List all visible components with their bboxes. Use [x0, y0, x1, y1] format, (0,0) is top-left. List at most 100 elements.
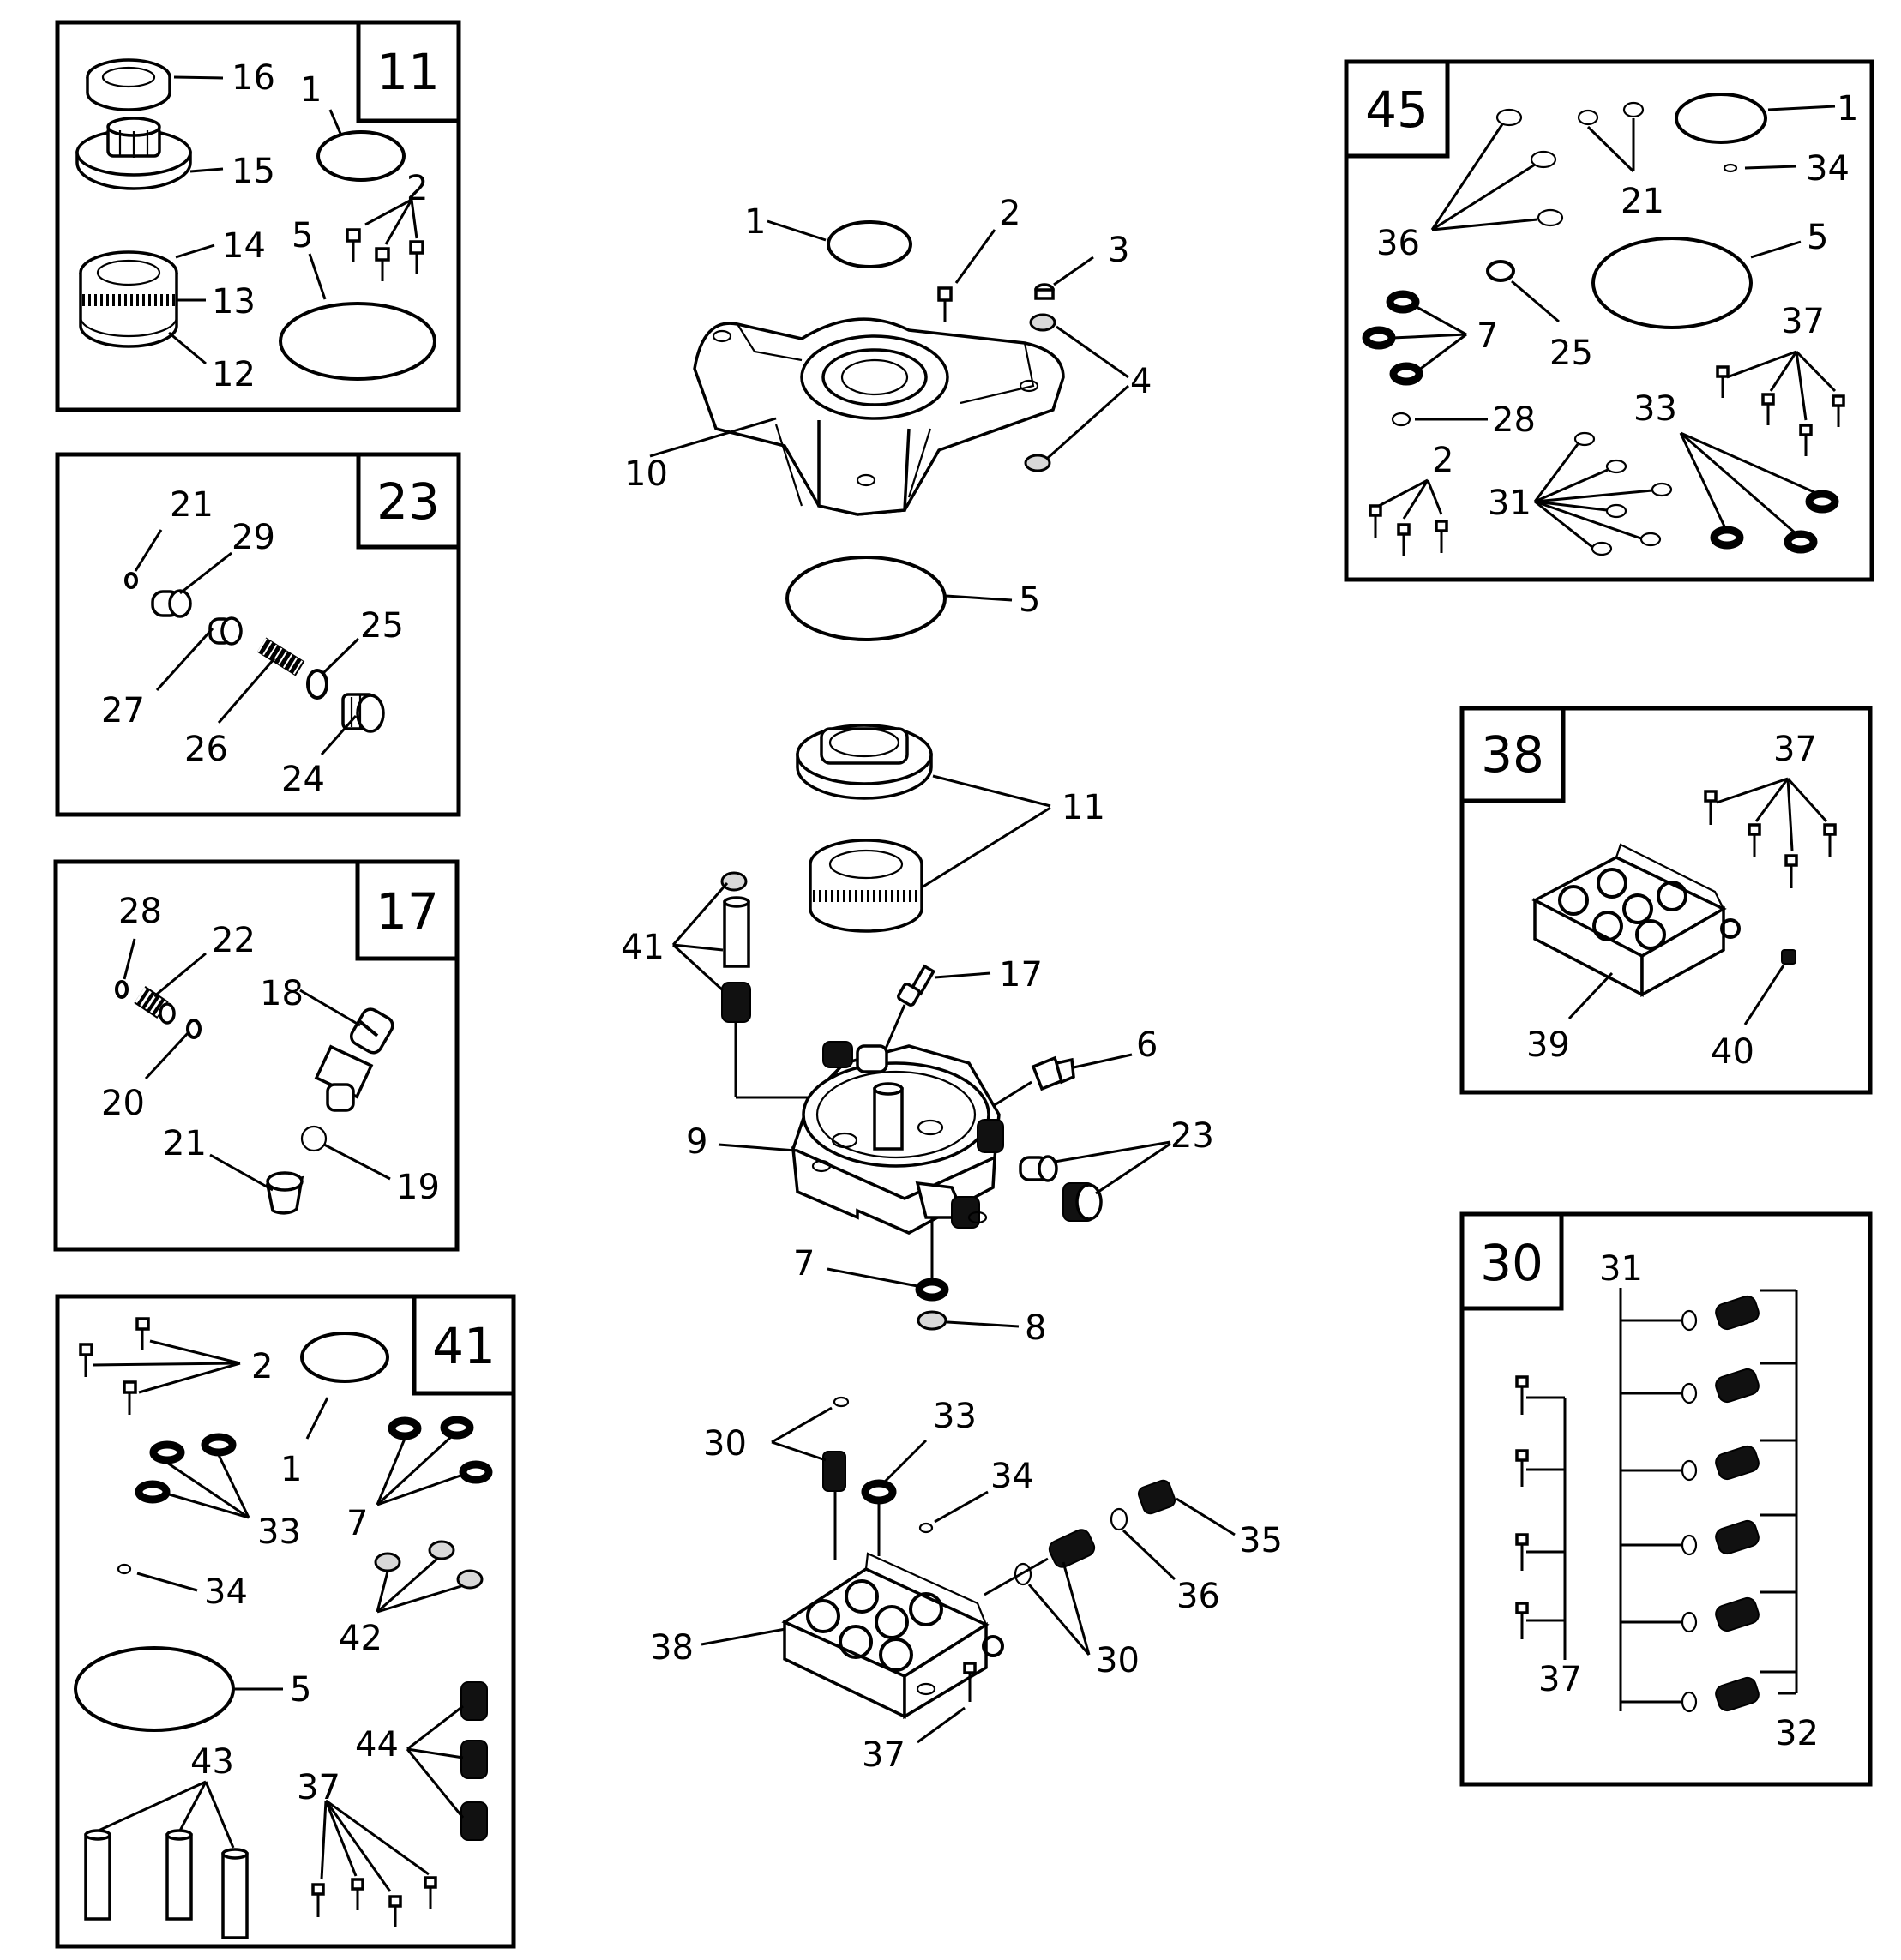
- check-valve-icon: [822, 1451, 846, 1492]
- part-number-label: 38: [650, 1628, 694, 1668]
- part-number-label: 11: [1062, 788, 1105, 827]
- part-number-label: 30: [1096, 1641, 1140, 1680]
- part-number-label: 43: [190, 1742, 234, 1782]
- valve-poppet-icon: [151, 589, 192, 618]
- main-assembly: 1 2 3 4: [621, 194, 1283, 1775]
- part-number-label: 36: [1176, 1577, 1220, 1616]
- pump-body-icon: [791, 1041, 1004, 1235]
- part-number-label: 30: [703, 1424, 747, 1464]
- check-valve-row: [1621, 1439, 1796, 1482]
- kit-box-17: 17 28 22 20 18 19 21: [53, 859, 460, 1252]
- retainer-icon: [796, 724, 933, 800]
- part-number-label: 4: [1130, 362, 1152, 401]
- plug-icon: [1781, 949, 1796, 965]
- part-number-label: 36: [1376, 224, 1420, 263]
- part-number-label: 44: [355, 1725, 399, 1765]
- part-number-label: 18: [260, 974, 304, 1013]
- part-number-label: 32: [1775, 1714, 1819, 1753]
- part-number-label: 35: [1239, 1521, 1283, 1560]
- manifold-head-icon: [1531, 843, 1741, 997]
- retainer-icon: [75, 117, 192, 190]
- screw-icon: [1716, 365, 1845, 456]
- plug-icon: [1137, 1479, 1176, 1515]
- valve-assembly-icon: [1019, 1155, 1103, 1222]
- part-number-label: 10: [624, 454, 668, 494]
- check-valve-row: [1621, 1670, 1796, 1713]
- ball-icon: [300, 1125, 328, 1152]
- bearing-icon: [809, 839, 923, 933]
- crankcase-housing-icon: [693, 317, 1065, 516]
- o-ring-icon: [316, 130, 406, 182]
- part-number-label: 28: [1492, 400, 1536, 440]
- screw-icon: [937, 286, 953, 322]
- check-valve-row: [1621, 1513, 1796, 1556]
- part-number-label: 34: [204, 1572, 248, 1612]
- screw-icon: [311, 1876, 437, 1927]
- spring-icon: [721, 982, 751, 1023]
- part-number-label: 14: [222, 226, 266, 266]
- part-number-label: 21: [1621, 182, 1664, 221]
- part-number-label: 40: [1711, 1032, 1754, 1072]
- screw-head-icon: [1034, 283, 1055, 300]
- small-o-ring-set-icon: [1495, 108, 1564, 227]
- part-number-label: 24: [281, 760, 325, 799]
- o-ring-icon: [827, 220, 912, 268]
- plunger-icon: [723, 896, 750, 968]
- check-valve-row: [1621, 1590, 1796, 1633]
- large-o-ring-icon: [279, 302, 436, 381]
- part-number-label: 37: [1538, 1660, 1582, 1699]
- part-number-label: 5: [292, 216, 313, 256]
- kit-box-30: 30 31: [1459, 1211, 1873, 1787]
- kit-number-17: 17: [376, 882, 439, 941]
- screw-icon: [79, 1317, 150, 1415]
- washer-icon: [1024, 454, 1051, 472]
- washer-icon: [1029, 313, 1056, 332]
- check-valve-row: [1621, 1289, 1796, 1332]
- kit-number-30: 30: [1480, 1234, 1543, 1292]
- fitting-icon: [897, 964, 936, 1007]
- part-number-label: 39: [1526, 1025, 1570, 1065]
- o-ring-icon: [915, 1278, 949, 1302]
- part-number-label: 19: [396, 1168, 440, 1207]
- kit-box-38: 38 37 39 40: [1459, 706, 1873, 1095]
- part-number-label: 28: [118, 892, 162, 931]
- kit-box-23: 23 21 29 25 27 26 24: [55, 452, 461, 817]
- part-number-label: 5: [1807, 218, 1828, 257]
- unloader-valve-icon: [1031, 1055, 1075, 1091]
- o-ring-set-icon: [1362, 290, 1423, 386]
- part-number-label: 15: [232, 152, 275, 191]
- part-number-label: 33: [933, 1397, 977, 1436]
- part-number-label: 5: [290, 1670, 311, 1710]
- part-number-label: 5: [1019, 580, 1040, 620]
- seal-icon: [86, 58, 171, 111]
- check-valve-row: [1621, 1362, 1796, 1404]
- nipple-fitting-icon: [134, 986, 176, 1025]
- part-number-label: 6: [1136, 1025, 1158, 1065]
- kit-box-45: 45 1 34 21 36 5 7: [1344, 59, 1874, 582]
- kit-number-45: 45: [1365, 81, 1429, 139]
- part-number-label: 7: [793, 1244, 815, 1284]
- part-number-label: 23: [1170, 1116, 1214, 1156]
- part-number-label: 29: [232, 518, 275, 557]
- part-number-label: 41: [621, 928, 665, 967]
- part-number-label: 20: [101, 1084, 145, 1123]
- plunger-set-icon: [84, 1829, 249, 1939]
- part-number-label: 33: [1633, 389, 1677, 429]
- washer-icon: [917, 1310, 947, 1331]
- kit-number-38: 38: [1481, 725, 1544, 784]
- part-number-label: 31: [1488, 484, 1531, 523]
- check-valve-row-set: [1621, 1289, 1796, 1713]
- part-number-label: 1: [744, 202, 766, 242]
- part-number-label: 3: [1108, 231, 1129, 270]
- part-number-label: 26: [184, 730, 228, 769]
- washer-set-icon: [374, 1540, 484, 1590]
- hose-barb-icon: [314, 1007, 394, 1112]
- part-number-label: 1: [1837, 89, 1858, 129]
- part-number-label: 37: [1781, 302, 1825, 341]
- part-number-label: 2: [999, 194, 1020, 233]
- screw-icon: [1515, 1375, 1529, 1639]
- part-number-label: 31: [1599, 1249, 1643, 1289]
- part-number-label: 7: [346, 1504, 368, 1543]
- part-number-label: 37: [1773, 730, 1817, 769]
